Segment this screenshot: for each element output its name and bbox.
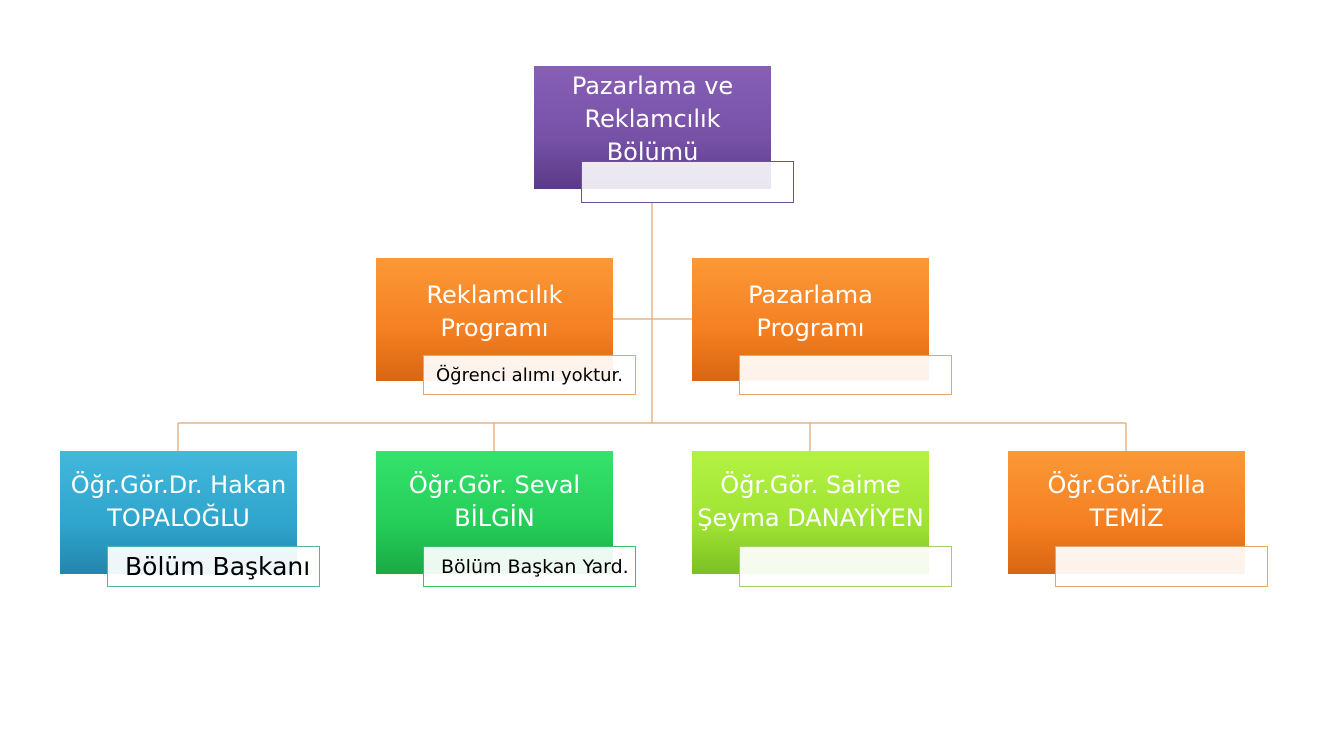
node-staff-atilla-note-box: [1055, 546, 1268, 587]
node-staff-seval-title: Öğr.Gör. Seval BİLGİN: [408, 471, 581, 532]
node-staff-hakan-title: Öğr.Gör.Dr. Hakan TOPALOĞLU: [70, 471, 287, 532]
node-department-note-box: [581, 161, 794, 203]
node-program-reklamcilik-note-box: Öğrenci alımı yoktur.: [423, 355, 636, 395]
node-program-reklamcilik-note: Öğrenci alımı yoktur.: [435, 364, 623, 386]
node-staff-hakan-note: Bölüm Başkanı: [125, 552, 311, 581]
node-staff-seval-note: Bölüm Başkan Yard.: [441, 555, 629, 578]
node-staff-atilla-title: Öğr.Gör.Atilla TEMİZ: [1047, 471, 1206, 532]
node-program-reklamcilik-title: Reklamcılık Programı: [426, 281, 563, 342]
node-staff-saime-note-box: [739, 546, 952, 587]
node-program-pazarlama-title: Pazarlama Programı: [748, 281, 873, 342]
node-staff-hakan-note-box: Bölüm Başkanı: [107, 546, 320, 587]
node-department-title: Pazarlama ve Reklamcılık Bölümü: [571, 72, 734, 166]
node-staff-saime-title: Öğr.Gör. Saime Şeyma DANAYİYEN: [697, 471, 924, 532]
node-staff-seval-note-box: Bölüm Başkan Yard.: [423, 546, 636, 587]
node-program-pazarlama-note-box: [739, 355, 952, 395]
